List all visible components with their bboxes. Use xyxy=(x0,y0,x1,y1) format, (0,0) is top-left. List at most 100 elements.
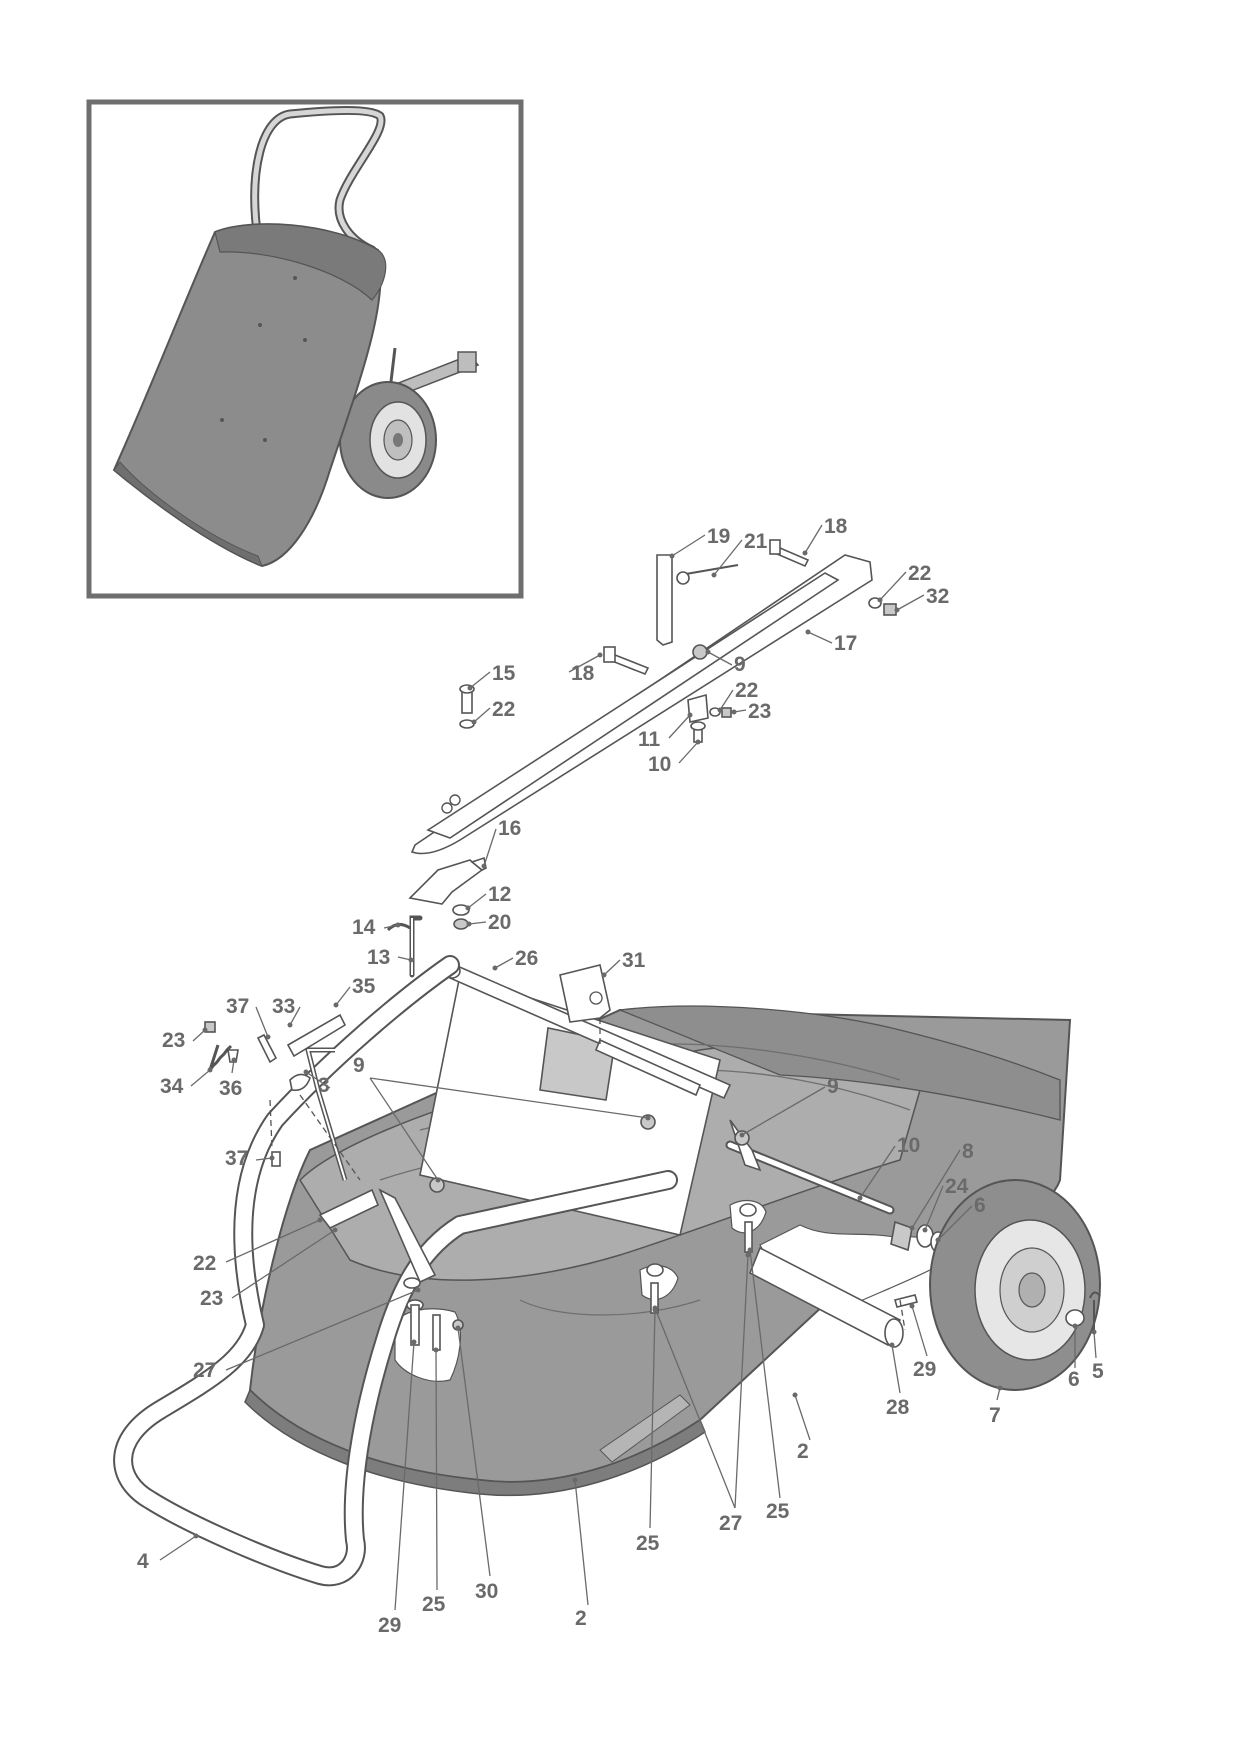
leader-dot xyxy=(466,921,472,927)
leader-line xyxy=(671,534,706,557)
leader-line xyxy=(255,1157,273,1161)
leader-line xyxy=(469,671,491,689)
leader-line xyxy=(734,1254,749,1509)
leader-dot xyxy=(739,1132,745,1138)
leader-line xyxy=(289,1006,301,1026)
leader-line xyxy=(568,654,601,673)
callout-16: 16 xyxy=(498,817,521,840)
leader-dot xyxy=(287,1022,293,1028)
callout-14: 14 xyxy=(352,916,376,939)
leader-line xyxy=(190,1069,211,1087)
leader-dot xyxy=(792,1392,798,1398)
callout-27: 27 xyxy=(193,1359,216,1382)
leader-dot xyxy=(332,1227,338,1233)
leader-dot xyxy=(492,965,498,971)
callout-7: 7 xyxy=(989,1404,1001,1427)
leader-dot xyxy=(317,1217,323,1223)
callout-9: 9 xyxy=(734,653,746,676)
leader-line xyxy=(473,707,491,723)
leader-line xyxy=(467,893,487,909)
callout-10: 10 xyxy=(648,753,671,776)
callout-35: 35 xyxy=(352,975,376,998)
leader-dot xyxy=(207,1067,213,1073)
leader-line xyxy=(369,1077,649,1119)
leader-line xyxy=(192,1029,206,1042)
callout-33: 33 xyxy=(272,995,295,1018)
leader-line xyxy=(668,714,691,739)
callout-17: 17 xyxy=(834,632,857,655)
callout-36: 36 xyxy=(219,1077,242,1100)
callout-9: 9 xyxy=(827,1075,839,1098)
leader-line xyxy=(807,631,833,644)
leader-dot xyxy=(202,1027,208,1033)
callout-28: 28 xyxy=(886,1396,910,1419)
leader-dot xyxy=(601,972,607,978)
leader-line xyxy=(879,571,907,601)
leader-dot xyxy=(411,1339,417,1345)
callout-18: 18 xyxy=(824,515,848,538)
callout-32: 32 xyxy=(926,585,949,608)
callout-34: 34 xyxy=(160,1075,184,1098)
callout-21: 21 xyxy=(744,530,768,553)
leader-dot xyxy=(1072,1323,1078,1329)
leader-dot xyxy=(922,1227,928,1233)
leader-dot xyxy=(415,1287,421,1293)
leader-dot xyxy=(645,1115,651,1121)
leader-dot xyxy=(711,572,717,578)
callout-6: 6 xyxy=(1068,1368,1080,1391)
leader-line xyxy=(394,1341,415,1611)
callout-31: 31 xyxy=(622,949,646,972)
leader-line xyxy=(924,1185,944,1231)
callout-37: 37 xyxy=(226,995,249,1018)
leader-line xyxy=(335,986,351,1006)
callout-27: 27 xyxy=(719,1512,742,1535)
leader-dot xyxy=(652,1307,658,1313)
leader-line xyxy=(457,1327,491,1577)
leader-dot xyxy=(572,1477,578,1483)
callout-2: 2 xyxy=(797,1440,809,1463)
leader-dot xyxy=(894,607,900,613)
callout-23: 23 xyxy=(162,1029,185,1052)
leader-dot xyxy=(395,922,401,928)
callout-15: 15 xyxy=(492,662,516,685)
leader-dot xyxy=(717,707,723,713)
leader-dot xyxy=(935,1237,941,1243)
callout-25: 25 xyxy=(636,1532,660,1555)
leader-dot xyxy=(731,709,737,715)
leader-line xyxy=(937,1205,973,1241)
leader-line xyxy=(305,1071,331,1089)
leader-line xyxy=(804,524,823,554)
callout-13: 13 xyxy=(367,946,390,969)
callout-23: 23 xyxy=(200,1287,223,1310)
leader-line xyxy=(749,1249,781,1499)
leader-dot xyxy=(889,1342,895,1348)
callout-19: 19 xyxy=(707,525,730,548)
assembly-lines xyxy=(269,1018,906,1331)
leader-dot xyxy=(909,1225,915,1231)
callout-9: 9 xyxy=(353,1054,365,1077)
leader-line xyxy=(859,1145,896,1199)
leader-dot xyxy=(333,1002,339,1008)
frame-assembly xyxy=(113,955,762,1587)
leader-dot xyxy=(695,739,701,745)
leader-line xyxy=(678,741,699,764)
leader-line xyxy=(741,1086,826,1136)
leader-line xyxy=(719,689,734,711)
callout-6: 6 xyxy=(974,1194,986,1217)
leader-dot xyxy=(805,629,811,635)
callout-11: 11 xyxy=(638,728,661,751)
leader-dot xyxy=(597,652,603,658)
leader-line xyxy=(435,1349,438,1591)
leader-dot xyxy=(435,1177,441,1183)
leader-line xyxy=(225,1219,321,1263)
leader-line xyxy=(225,1289,419,1371)
leader-line xyxy=(896,594,925,611)
leader-dot xyxy=(687,712,693,718)
leader-dot xyxy=(481,863,487,869)
callout-26: 26 xyxy=(515,947,538,970)
leader-dot xyxy=(231,1057,237,1063)
leader-dot xyxy=(265,1034,271,1040)
callout-8: 8 xyxy=(962,1140,974,1163)
leader-dot xyxy=(471,719,477,725)
